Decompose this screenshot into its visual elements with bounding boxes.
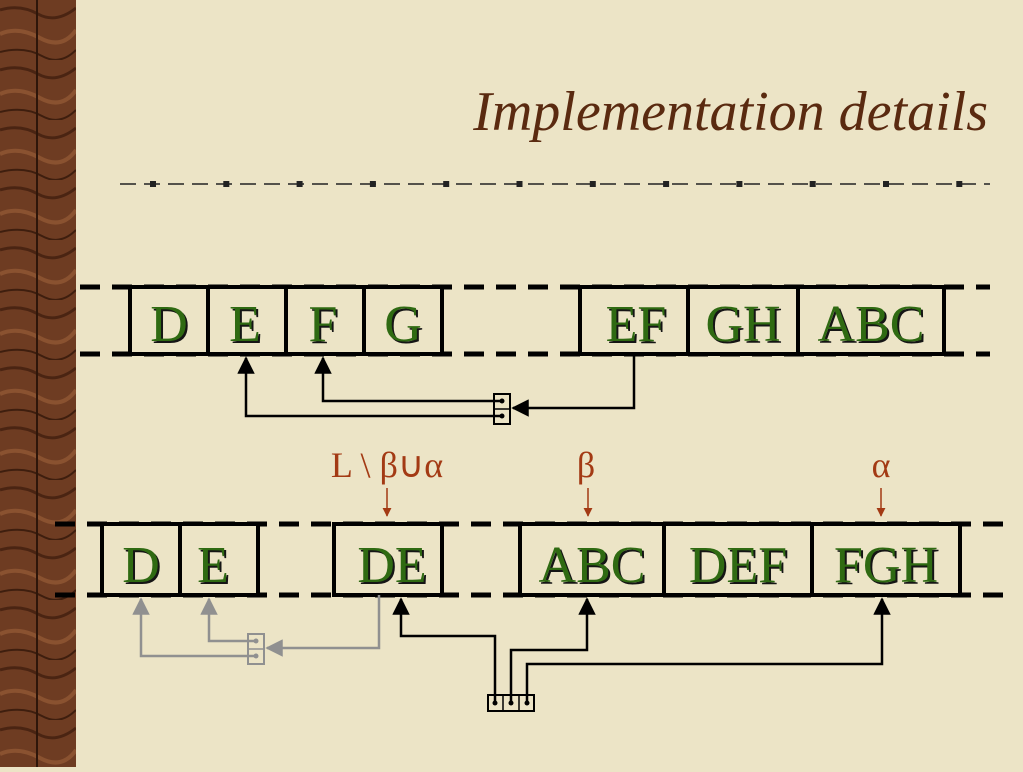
bottom-arrows: [392, 597, 891, 703]
divider-dot: [663, 181, 670, 187]
divider-dot: [443, 181, 450, 187]
bottom-cell-D-shadow: D: [124, 539, 162, 596]
bottom-cell-ABC-shadow: ABC: [541, 539, 648, 596]
top-row-rails: [80, 284, 990, 357]
top-cell-D: D: [150, 296, 188, 353]
bottom-cell-E: E: [197, 537, 229, 594]
bottom-cell-DEF: DEF: [689, 537, 787, 594]
gray-arrows: [132, 595, 381, 658]
top-cell-E: E: [229, 296, 261, 353]
bottom-cell-E-shadow: E: [199, 539, 231, 596]
divider-dot: [223, 181, 230, 187]
annotation-first: L \ β∪α: [331, 445, 443, 485]
top-group1: D D E E F F G G: [128, 285, 444, 356]
top-cell-EF: EF: [606, 296, 667, 353]
top-cell-GH: GH: [705, 296, 780, 353]
divider-dot: [956, 181, 963, 187]
bottom-cell-D: D: [122, 537, 160, 594]
top-cell-F-shadow: F: [311, 298, 340, 355]
annotations: L \ β∪α β α: [331, 445, 891, 517]
bottom-cell-FGH-shadow: FGH: [836, 539, 940, 596]
title-divider: [120, 181, 990, 187]
top-cell-E-shadow: E: [231, 298, 263, 355]
divider-dot: [150, 181, 156, 187]
bottom-cell-DE-shadow: DE: [359, 539, 428, 596]
wood-sidebar: [0, 0, 76, 767]
gray-pointer-node: [247, 633, 265, 665]
bottom-cell-FGH: FGH: [834, 537, 938, 594]
slide-title: Implementation details: [472, 81, 988, 143]
bottom-group2: DE DE: [332, 522, 444, 597]
bottom-cell-ABC: ABC: [539, 537, 646, 594]
top-cell-ABC: ABC: [818, 296, 925, 353]
top-arrows: [237, 354, 636, 418]
top-cell-G: G: [384, 296, 422, 353]
top-cell-EF-shadow: EF: [608, 298, 669, 355]
top-cell-D-shadow: D: [152, 298, 190, 355]
bottom-cell-DE: DE: [357, 537, 426, 594]
bottom-group1: D D E E: [100, 522, 260, 597]
divider-dot: [369, 181, 376, 187]
top-cell-GH-shadow: GH: [707, 298, 782, 355]
top-cell-G-shadow: G: [386, 298, 424, 355]
top-cell-F: F: [309, 296, 338, 353]
divider-dot: [516, 181, 523, 187]
top-pointer-node: [493, 393, 511, 425]
top-group2: EF EF GH GH ABC ABC: [578, 285, 946, 356]
divider-dot: [883, 181, 889, 187]
annotation-beta: β: [577, 445, 595, 485]
annotation-alpha: α: [872, 445, 891, 485]
divider-dot: [736, 181, 743, 187]
divider-dot: [296, 181, 303, 187]
top-cell-ABC-shadow: ABC: [820, 298, 927, 355]
bottom-group3: ABC ABC DEF DEF FGH FGH: [518, 522, 962, 597]
divider-dot: [809, 181, 816, 187]
bottom-cell-DEF-shadow: DEF: [691, 539, 789, 596]
divider-dot: [589, 181, 596, 187]
